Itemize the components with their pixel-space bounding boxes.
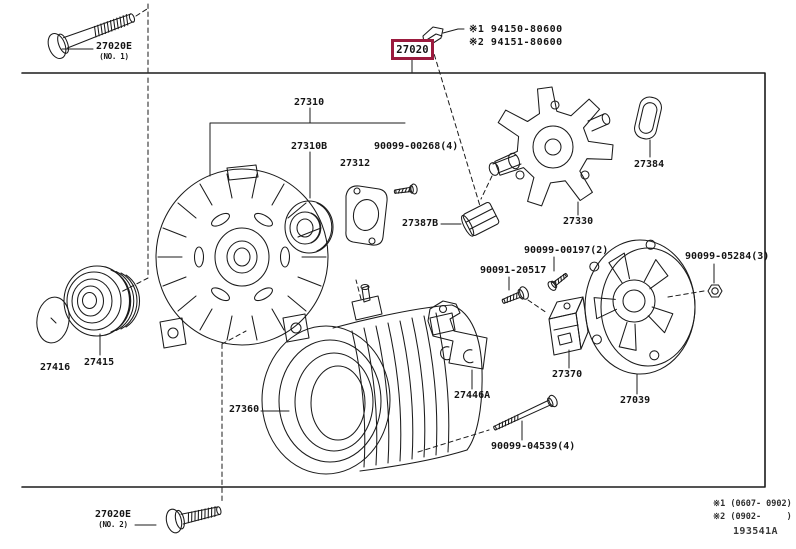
part-label-27370[interactable]: 27370 bbox=[552, 369, 583, 380]
part-label-27310[interactable]: 27310 bbox=[294, 97, 325, 108]
through-bolt-drawing bbox=[493, 394, 558, 431]
part-label-90099-00197[interactable]: 90099-00197(2) bbox=[524, 245, 609, 256]
part-label-27387B[interactable]: 27387B bbox=[402, 218, 439, 229]
nut-drawing bbox=[707, 284, 723, 298]
assembly-axis-lines bbox=[120, 3, 705, 504]
part-label-27312[interactable]: 27312 bbox=[340, 158, 371, 169]
date-range-notes: ※1 (0607- 0902)※2 (0902- ) bbox=[713, 499, 792, 522]
part-label-27415[interactable]: 27415 bbox=[84, 357, 115, 368]
part-label-27039[interactable]: 27039 bbox=[620, 395, 651, 406]
retainer-plate-drawing bbox=[345, 185, 388, 246]
mount-bolt-no1-drawing bbox=[47, 13, 136, 60]
stator-drawing bbox=[261, 283, 483, 475]
rear-screw-drawing bbox=[547, 272, 568, 291]
brush-holder-drawing bbox=[548, 296, 589, 356]
rear-cover-drawing bbox=[584, 239, 696, 375]
diagram-frame bbox=[21, 72, 766, 488]
part-label-90099-05284[interactable]: 90099-05284(3) bbox=[685, 251, 770, 262]
part-label-27416[interactable]: 27416 bbox=[40, 362, 71, 373]
highlighted-part-27020[interactable]: 27020 bbox=[391, 39, 434, 60]
bolts-layer bbox=[47, 13, 568, 534]
part-label-90099-04539[interactable]: 90099-04539(4) bbox=[491, 441, 576, 452]
seal-drawing bbox=[634, 96, 662, 140]
front-bracket-drawing bbox=[155, 164, 329, 349]
part-label-27384[interactable]: 27384 bbox=[634, 159, 665, 170]
part-label-27446A[interactable]: 27446A bbox=[454, 390, 491, 401]
part-label-27360[interactable]: 27360 bbox=[229, 404, 260, 415]
part-label-90091-20517[interactable]: 90091-20517 bbox=[480, 265, 547, 276]
pulley-cap-drawing bbox=[36, 296, 70, 344]
terminal-bolt-drawing bbox=[501, 286, 529, 304]
leader-lines bbox=[61, 28, 715, 526]
part-label-90099-00268[interactable]: 90099-00268(4) bbox=[374, 141, 459, 152]
slip-ring-drawing bbox=[461, 202, 500, 237]
part-label-27020E-no1[interactable]: 27020E(NO. 1) bbox=[95, 41, 133, 61]
part-label-27310B[interactable]: 27310B bbox=[291, 141, 328, 152]
bracket-drawing bbox=[427, 300, 488, 370]
top-reference-numbers: ※1 94150-80600※2 94151-80600 bbox=[469, 24, 563, 48]
part-label-27330[interactable]: 27330 bbox=[563, 216, 594, 227]
diagram-code: 193541A bbox=[733, 526, 778, 537]
part-label-27020E-no2[interactable]: 27020E(NO. 2) bbox=[94, 509, 132, 529]
mount-bolt-no2-drawing bbox=[165, 506, 222, 534]
pulley-drawing bbox=[63, 265, 141, 337]
front-screw-drawing bbox=[393, 183, 418, 195]
bearing-drawing bbox=[284, 200, 334, 254]
rotor-drawing bbox=[488, 86, 614, 207]
